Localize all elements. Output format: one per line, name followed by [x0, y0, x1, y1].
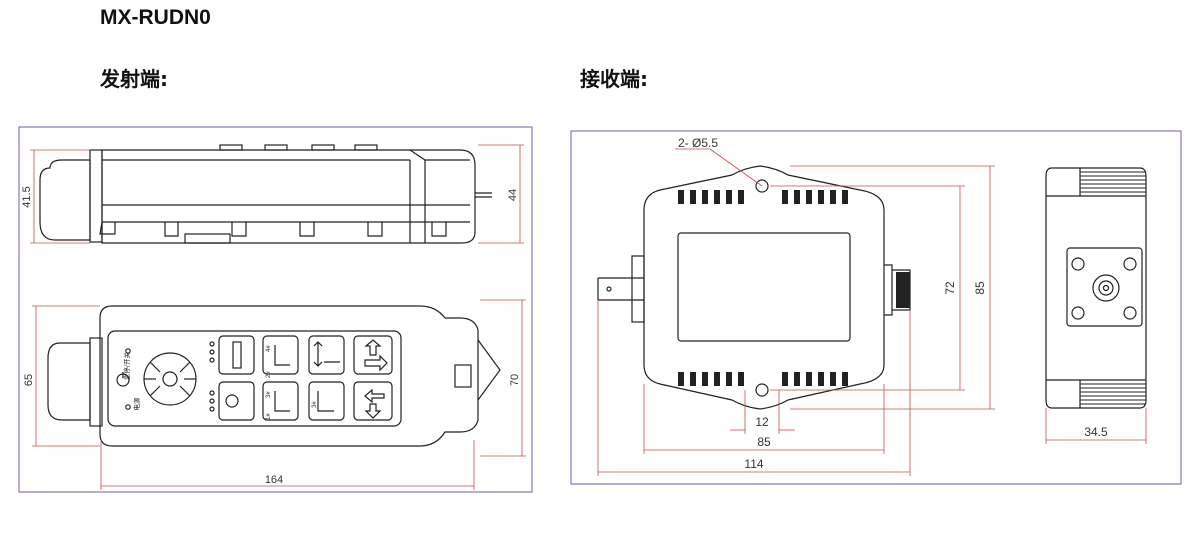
dim-depth: 34.5 — [1084, 425, 1108, 439]
dim-width-total: 70 — [509, 374, 521, 386]
dim-height: 85 — [973, 281, 987, 295]
dim-length: 164 — [265, 474, 283, 486]
dim-hole: 2- Ø5.5 — [678, 136, 718, 150]
dim-total-width: 114 — [744, 457, 763, 471]
receiver-front-dims — [597, 148, 995, 476]
model-title: MX-RUDN0 — [100, 6, 211, 29]
key-label-3: 3# — [266, 391, 272, 398]
emergency-stop-label: 急停/开关 — [122, 352, 131, 381]
key-label-4: 1# — [266, 413, 272, 420]
dim-height-body: 41.5 — [21, 186, 33, 207]
key-label-5: 3# — [312, 401, 318, 408]
receiver-frame — [570, 130, 1182, 485]
dim-height-total: 44 — [507, 189, 519, 201]
key-label-2: 2# — [266, 371, 272, 378]
receiver-side-dims — [1045, 408, 1147, 444]
transmitter-frame — [18, 126, 533, 493]
receiver-front-view — [597, 165, 911, 410]
transmitter-top-dims — [32, 299, 526, 490]
dim-mount-width: 85 — [757, 435, 771, 449]
dim-width-front: 65 — [23, 374, 35, 386]
transmitter-heading: 发射端: — [100, 67, 168, 91]
transmitter-side-dims — [30, 144, 524, 244]
transmitter-side-view — [39, 144, 492, 244]
power-label: 电源 — [132, 397, 141, 411]
dim-tab-width: 12 — [755, 415, 769, 429]
transmitter-top-view — [47, 305, 501, 447]
receiver-side-stripes — [1080, 171, 1146, 405]
receiver-side-view — [1045, 167, 1147, 409]
receiver-heading: 接收端: — [580, 67, 648, 91]
key-label-1: 4# — [266, 345, 272, 352]
dim-hole-spacing: 72 — [943, 281, 957, 295]
receiver-fins — [678, 190, 910, 386]
